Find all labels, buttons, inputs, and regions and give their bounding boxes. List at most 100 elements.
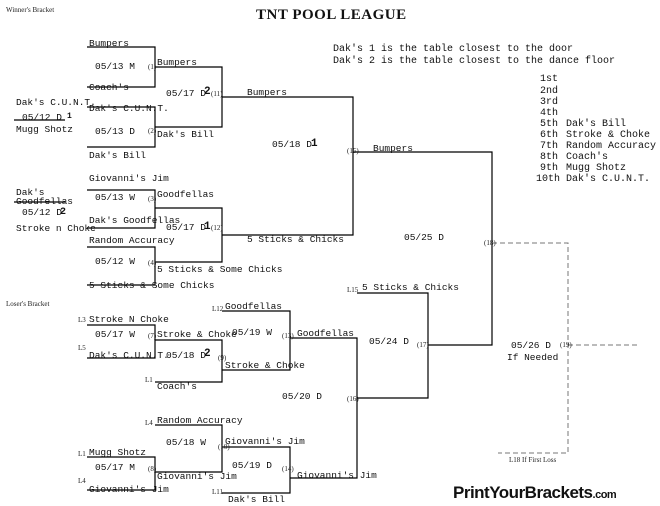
loser-source: L1	[78, 450, 86, 458]
team-label: Bumpers	[89, 38, 129, 49]
team-label: Dak's C.U.N.T.	[16, 97, 96, 108]
game-number: (14)	[282, 465, 294, 473]
standing-place: 9th	[540, 163, 559, 174]
team-label: Giovanni's Jim	[89, 173, 169, 184]
losers-section-label: Loser's Bracket	[6, 300, 50, 308]
team-label: Stroke & Choke	[157, 329, 237, 340]
game-date: 05/25 D	[404, 232, 444, 243]
loser-source: L1	[145, 376, 153, 384]
team-label: Dak's Goodfellas	[16, 187, 74, 207]
team-label: Goodfellas	[297, 328, 355, 339]
loser-source: L3	[78, 316, 86, 324]
team-label: Dak's Bill	[89, 150, 147, 161]
team-label: Giovanni's Jim	[89, 484, 169, 495]
table-number: 1	[204, 221, 211, 233]
note-line-2: Dak's 2 is the table closest to the danc…	[333, 56, 616, 67]
standing-team: Coach's	[566, 152, 609, 163]
game-date: 05/17 W	[95, 329, 135, 340]
game-date: 05/12 W	[95, 256, 135, 267]
game-date: 05/12 D	[22, 207, 62, 218]
loser-source: L4	[78, 477, 86, 485]
game-number: (11)	[211, 90, 223, 98]
team-label: Coach's	[157, 381, 197, 392]
game-number: (3)	[148, 195, 157, 203]
standing-team: Dak's Bill	[566, 119, 627, 130]
team-label: Dak's C.U.N.T.	[89, 350, 169, 361]
standing-team: Stroke & Choke	[566, 130, 651, 141]
game-date: 05/18 W	[166, 437, 206, 448]
table-number: 2	[204, 348, 211, 360]
game-date: 05/13 D	[95, 126, 135, 137]
standing-place: 8th	[540, 152, 559, 163]
loser-source: L4	[145, 419, 153, 427]
team-label: Goodfellas	[225, 301, 283, 312]
standing-team: Dak's C.U.N.T.	[566, 174, 651, 185]
table-number: 2	[60, 207, 67, 218]
team-label: Mugg Shotz	[16, 124, 74, 135]
brand-suffix: .com	[592, 489, 617, 501]
page-title: TNT POOL LEAGUE	[256, 7, 407, 23]
game-number: (18)	[484, 239, 496, 247]
game-number: (10)	[218, 443, 230, 451]
game-number: (12)	[211, 224, 223, 232]
game-number: (13)	[282, 332, 294, 340]
standing-place: 1st	[540, 74, 559, 85]
standing-place: 4th	[540, 108, 559, 119]
game-number: (15)	[347, 147, 359, 155]
game-date: 05/26 D	[511, 340, 551, 351]
game-number: (2)	[148, 127, 157, 135]
team-label: Dak's Goodfellas	[89, 215, 181, 226]
standing-place: 2nd	[540, 86, 559, 97]
standing-place: 10th	[536, 174, 561, 185]
team-label: Bumpers	[157, 57, 197, 68]
team-label: Goodfellas	[157, 189, 215, 200]
team-label: Mugg Shotz	[89, 447, 147, 458]
game-number: (8)	[148, 465, 157, 473]
loser-source: L15	[347, 286, 359, 294]
table-number: 1	[67, 112, 72, 121]
standing-place: 3rd	[540, 97, 559, 108]
loser-source: L11	[212, 488, 224, 496]
team-label: Stroke n Choke	[16, 223, 96, 234]
game-date: 05/13 W	[95, 192, 135, 203]
if-needed-label: If Needed	[507, 352, 559, 363]
game-date: 05/24 D	[369, 336, 409, 347]
table-number: 2	[204, 86, 211, 98]
team-label: Dak's Bill	[228, 494, 286, 505]
game-date: 05/19 D	[232, 460, 272, 471]
game-number: (4)	[148, 259, 157, 267]
team-label: 5 Sticks & Some Chicks	[157, 264, 283, 275]
team-label: Bumpers	[247, 87, 287, 98]
team-label: Stroke & Choke	[225, 360, 305, 371]
team-label: Bumpers	[373, 143, 413, 154]
standing-place: 6th	[540, 130, 559, 141]
loser-source: L12	[212, 305, 224, 313]
game-number: (19)	[560, 341, 572, 349]
loser-source: L5	[78, 344, 86, 352]
note-line-1: Dak's 1 is the table closest to the door	[333, 44, 574, 55]
team-label: Coach's	[89, 82, 129, 93]
team-label: Giovanni's Jim	[225, 436, 305, 447]
standing-team: Mugg Shotz	[566, 163, 627, 174]
standing-place: 5th	[540, 119, 559, 130]
game-date: 05/17 D	[166, 222, 206, 233]
table-number: 1	[311, 138, 318, 150]
game-date: 05/17 D	[166, 88, 206, 99]
team-label: Dak's C.U.N.T.	[89, 103, 169, 114]
team-label: Random Accuracy	[157, 415, 243, 426]
game-number: (1)	[148, 63, 157, 71]
game-date: 05/17 M	[95, 462, 135, 473]
team-label: 5 Sticks & Some Chicks	[89, 280, 215, 291]
brand-name: PrintYourBrackets	[453, 483, 593, 502]
game-date: 05/19 W	[232, 327, 272, 338]
standing-place: 7th	[540, 141, 559, 152]
winners-section-label: Winner's Bracket	[6, 6, 55, 14]
game-number: (16)	[347, 395, 359, 403]
game-date: 05/18 D	[166, 350, 206, 361]
game-number: (9)	[218, 354, 227, 362]
team-label: Random Accuracy	[89, 235, 175, 246]
brand-logo: PrintYourBrackets.com	[453, 483, 617, 502]
game-date: 05/20 D	[282, 391, 322, 402]
team-label: 5 Sticks & Chicks	[247, 234, 344, 245]
